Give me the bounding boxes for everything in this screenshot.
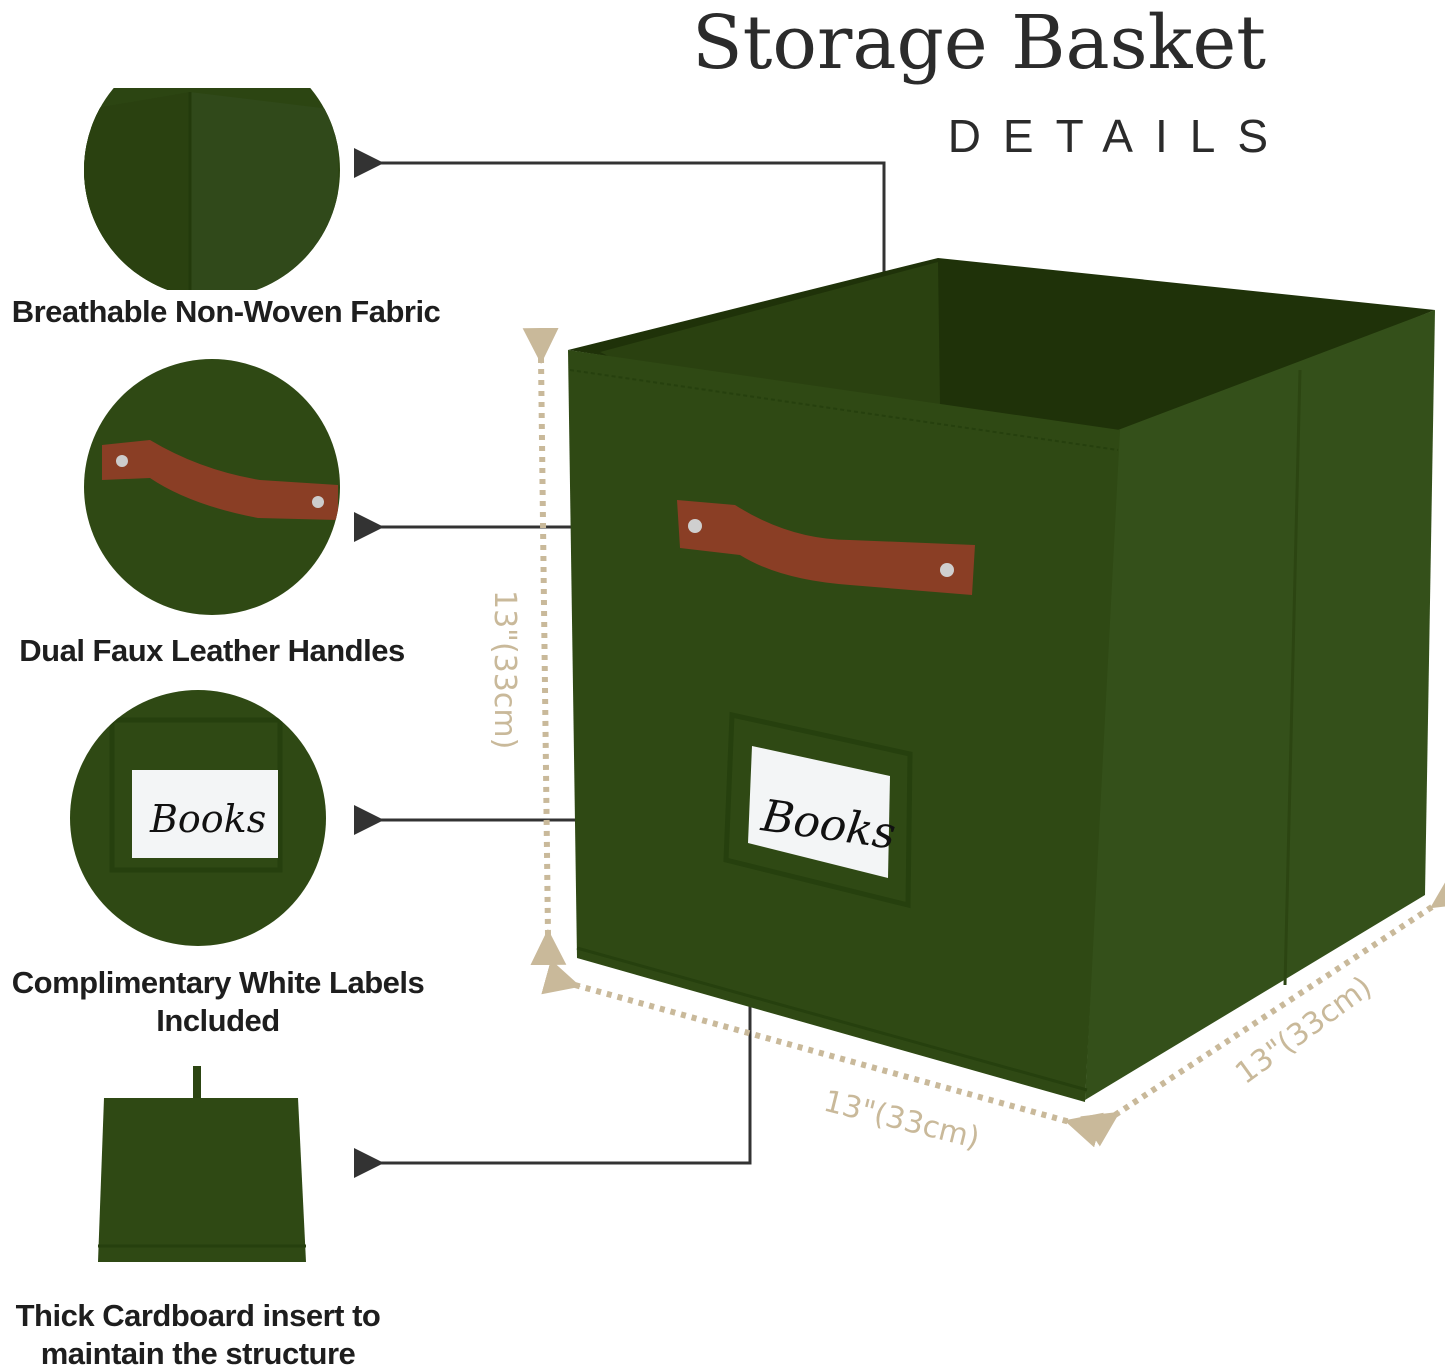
page-subtitle: DETAILS	[948, 110, 1290, 162]
dimension-height-label: 13"(33cm)	[487, 590, 522, 749]
feature-label-handles: Dual Faux Leather Handles	[19, 633, 404, 668]
storage-basket: Books	[568, 258, 1435, 1102]
page-title: Storage Basket	[692, 0, 1266, 86]
leather-handle	[677, 500, 975, 595]
callout-arrow-fabric	[354, 148, 886, 283]
label-pocket	[723, 711, 913, 909]
basket-right-side	[1085, 310, 1435, 1100]
label-card-text: Books	[149, 797, 266, 841]
cardboard-insert-image	[98, 1066, 306, 1262]
feature-label-insert-line1: Thick Cardboard insert to	[16, 1298, 381, 1333]
fabric-corner-image	[84, 88, 340, 290]
feature-label-labels-line1: Complimentary White Labels	[12, 965, 424, 1000]
basket-front-face	[568, 350, 1120, 1102]
basket-inner-back	[568, 258, 1435, 435]
feature-label-insert-line2: maintain the structure	[41, 1336, 356, 1370]
feature-label-labels-line2: Included	[156, 1003, 279, 1038]
dimension-line-width	[541, 959, 1104, 1148]
dimension-width-label: 13"(33cm)	[820, 1084, 983, 1156]
dimension-line-depth	[1080, 873, 1445, 1147]
dimension-line-height	[522, 327, 567, 966]
label-pocket-image: Books	[70, 690, 326, 946]
callout-arrow-insert	[354, 975, 752, 1178]
label-card	[748, 746, 890, 878]
leather-handle-image	[84, 359, 340, 615]
feature-label-fabric: Breathable Non-Woven Fabric	[12, 294, 441, 329]
